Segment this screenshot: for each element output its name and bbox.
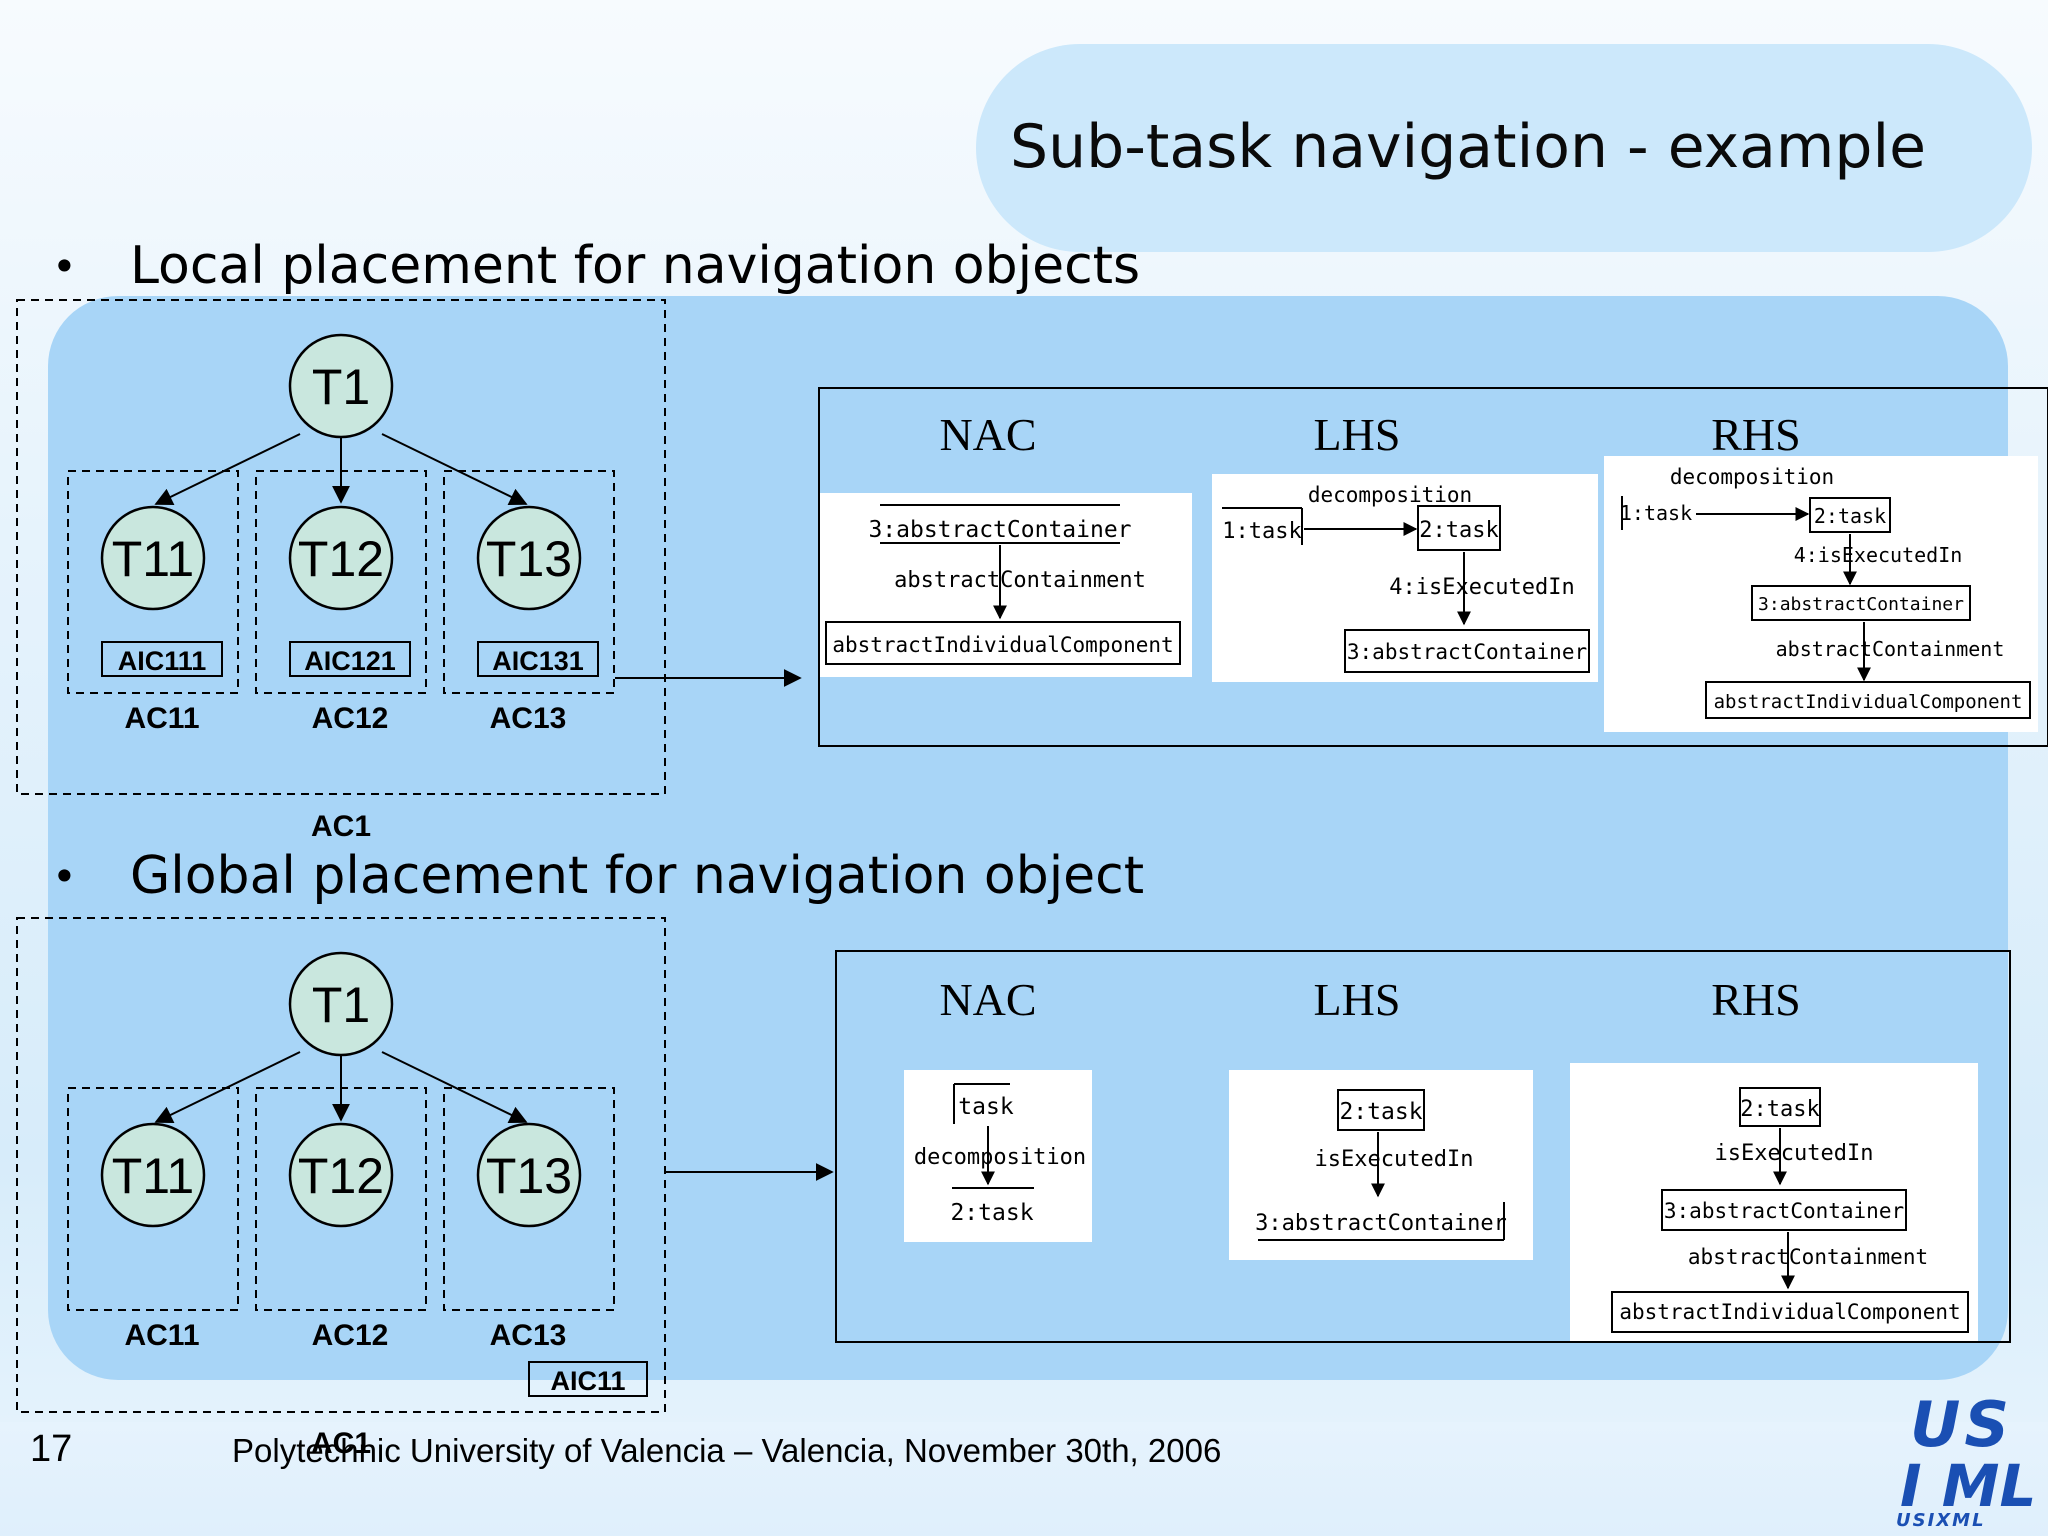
local-aic121-box [289, 641, 411, 677]
footer-band [0, 1422, 2048, 1536]
global-ac11-box [67, 1087, 239, 1311]
slide-title: Sub-task navigation - example [1010, 112, 1927, 182]
page-number: 17 [30, 1428, 73, 1470]
local-tree: T1 T11 T12 T13 AIC111 AIC121 AIC131 AC11… [16, 299, 802, 843]
local-t1-label: T1 [312, 359, 370, 415]
rule-2-lhs-bottom: 3:abstractContainer [1255, 1211, 1507, 1236]
bullet-2-marker: • [52, 852, 77, 901]
rule-2-rhs-heading: RHS [1711, 974, 1800, 1025]
rule-1-lhs-node3: 3:abstractContainer [1347, 640, 1587, 664]
global-tree: T1 T11 T12 T13 AC11 AC12 AC13 AIC11 AC1 [16, 917, 834, 1460]
global-ac1-label: AC1 [311, 1427, 371, 1460]
global-ac12-label: AC12 [312, 1319, 389, 1352]
rule-1-lhs-edge2: 4:isExecutedIn [1389, 575, 1574, 600]
local-t13-label: T13 [486, 531, 572, 587]
usixml-logo-bottom: I ML [1900, 1452, 2037, 1520]
global-t11-label: T11 [112, 1148, 194, 1204]
global-ac1-box [16, 917, 666, 1413]
global-t12-label: T12 [298, 1148, 384, 1204]
local-ac13-box [443, 470, 615, 694]
rule-1-nac-heading: NAC [939, 409, 1036, 460]
rule-2-rhs-edge1: isExecutedIn [1715, 1141, 1874, 1166]
global-ac11-label: AC11 [124, 1319, 199, 1352]
local-ac12-label: AC12 [312, 702, 389, 735]
rule-1-lhs-node1: 1:task [1222, 519, 1301, 544]
local-ac11-box [67, 470, 239, 694]
global-t1-label: T1 [312, 977, 370, 1033]
bullet-1-text: Local placement for navigation objects [130, 236, 1141, 296]
local-ac13-label: AC13 [490, 702, 567, 735]
rule-2-rhs-edge2: abstractContainment [1688, 1245, 1928, 1269]
local-ac1-box [16, 299, 666, 795]
usixml-logo-caption: USIXML [1896, 1510, 1986, 1531]
rule-2: NAC LHS RHS task decomposition 2:task 2:… [835, 950, 2011, 1343]
rule-2-lhs-edge: isExecutedIn [1315, 1147, 1474, 1172]
rule-1-rhs-edge2: 4:isExecutedIn [1794, 543, 1963, 567]
local-t13-node [476, 505, 582, 611]
local-t11-label: T11 [112, 531, 194, 587]
global-aic11-box [528, 1361, 648, 1397]
rule-1-nac-box [820, 493, 1192, 677]
bullet-2-text: Global placement for navigation object [130, 846, 1145, 906]
rule-1-rhs-node3: 3:abstractContainer [1758, 594, 1964, 615]
rule-2-rhs-node1: 2:task [1740, 1097, 1819, 1122]
rule-1-rhs-edge1: decomposition [1670, 465, 1834, 489]
rule-1-rhs-heading: RHS [1711, 409, 1800, 460]
rule-2-nac-heading: NAC [939, 974, 1036, 1025]
global-aic11-label: AIC11 [550, 1366, 625, 1396]
title-banner [976, 44, 2032, 252]
rule-2-rhs-box [1570, 1063, 1978, 1341]
local-aic131-box [477, 641, 599, 677]
rule-1-rhs-box [1604, 456, 2038, 732]
rule-2-lhs-top: 2:task [1339, 1099, 1422, 1125]
rule-1-nac-top: 3:abstractContainer [868, 517, 1131, 543]
global-ac13-label: AC13 [490, 1319, 567, 1352]
local-t1-node [288, 333, 394, 439]
rule-1-lhs-heading: LHS [1314, 409, 1401, 460]
rule-1-rhs-edge3: abstractContainment [1776, 637, 2005, 661]
rule-1-frame [818, 387, 2048, 747]
global-t1-node [288, 951, 394, 1057]
rule-1-lhs-node2: 2:task [1419, 518, 1498, 543]
rule-2-lhs-box [1229, 1070, 1533, 1260]
local-aic131-label: AIC131 [492, 646, 584, 676]
local-ac11-label: AC11 [124, 702, 199, 735]
global-ac13-box [443, 1087, 615, 1311]
rule-1: NAC LHS RHS 3:abstractContainer abstract… [818, 387, 2048, 747]
local-ac1-label: AC1 [311, 810, 371, 843]
usixml-logo-top: US [1910, 1388, 2013, 1461]
bullet-1-marker: • [52, 242, 77, 291]
rule-2-nac-top: task [958, 1094, 1014, 1120]
rule-1-lhs-edge1: decomposition [1308, 483, 1472, 507]
rule-2-rhs-node2: 3:abstractContainer [1664, 1199, 1904, 1223]
rule-1-rhs-node4: abstractIndividualComponent [1714, 691, 2023, 713]
local-t12-node [288, 505, 394, 611]
global-t11-node [100, 1122, 206, 1228]
rule-1-rhs-node1: 1:task [1620, 501, 1692, 525]
local-t11-node [100, 505, 206, 611]
local-aic111-box [101, 641, 223, 677]
rule-1-nac-edge: abstractContainment [894, 568, 1146, 593]
rule-2-rhs-node3: abstractIndividualComponent [1619, 1300, 1960, 1324]
rule-1-nac-bottom: abstractIndividualComponent [832, 633, 1173, 657]
local-t12-label: T12 [298, 531, 384, 587]
rule-2-lhs-heading: LHS [1314, 974, 1401, 1025]
rule-2-frame [835, 950, 2011, 1343]
rule-2-nac-bottom: 2:task [950, 1200, 1033, 1226]
global-t13-label: T13 [486, 1148, 572, 1204]
global-t12-node [288, 1122, 394, 1228]
rule-2-nac-edge: decomposition [914, 1145, 1086, 1170]
footer-text: Polytechnic University of Valencia – Val… [232, 1432, 1222, 1469]
rule-1-rhs-node2: 2:task [1814, 504, 1886, 528]
local-aic121-label: AIC121 [304, 646, 396, 676]
global-t13-node [476, 1122, 582, 1228]
rule-2-nac-box [904, 1070, 1092, 1242]
local-aic111-label: AIC111 [118, 646, 207, 676]
